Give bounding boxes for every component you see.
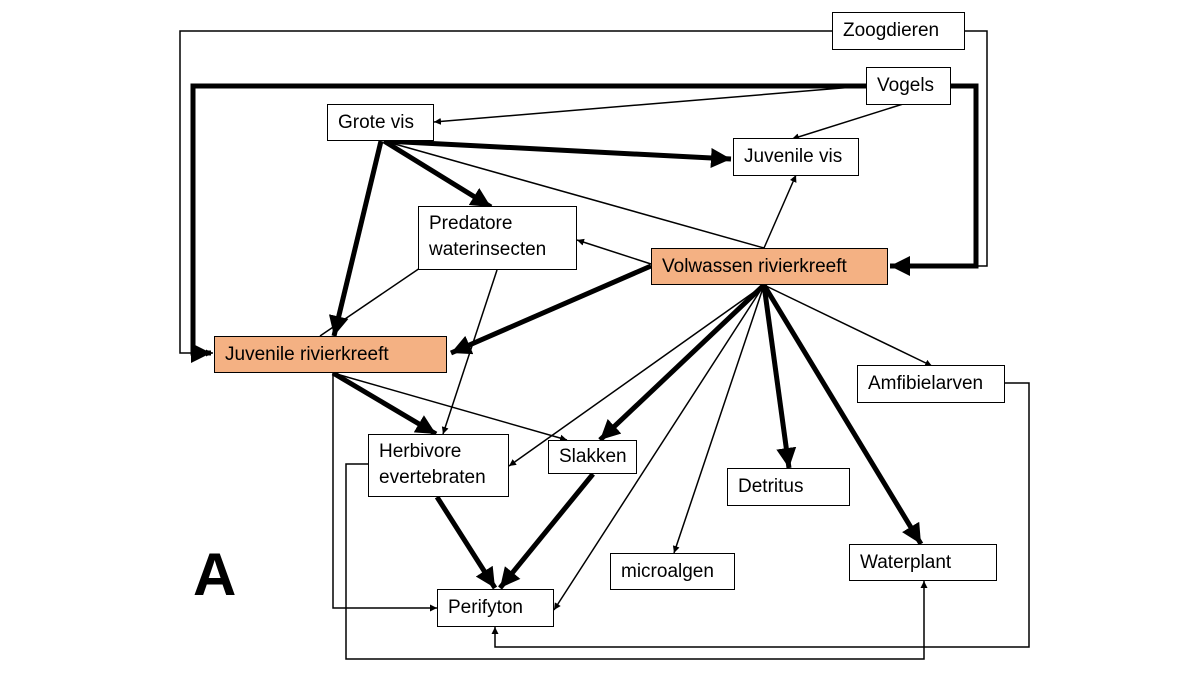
edge-volwassen-waterplant xyxy=(761,283,924,546)
node-juvenile-rivierkreeft: Juvenile rivierkreeft xyxy=(214,336,447,373)
node-label: Herbivore evertebraten xyxy=(379,441,486,488)
edge-amfibielarven-perifyton xyxy=(491,382,1030,648)
node-volwassen-rivierkreeft: Volwassen rivierkreeft xyxy=(651,248,888,285)
node-herbivore-evertebraten: Herbivore evertebraten xyxy=(368,434,509,497)
edge-volwassen-rivierkreeft-predatore-waterinsecten xyxy=(576,238,652,265)
node-label: Perifyton xyxy=(448,597,523,618)
edge-vogels-grote-vis xyxy=(433,85,867,125)
edge-grote-vis-volwassen-rivierkreeft xyxy=(383,140,765,249)
node-label: Predatore waterinsecten xyxy=(429,213,547,260)
edge-volwassen-slakken xyxy=(598,283,766,442)
node-amfibielarven: Amfibielarven xyxy=(857,365,1005,403)
edge-volwassen-rivierkreeft-juvenile-vis xyxy=(763,174,797,249)
node-label: microalgen xyxy=(621,560,714,582)
node-slakken: Slakken xyxy=(548,440,637,474)
edge-vogels-volwassen-rivierkreeft xyxy=(890,83,979,276)
node-label: Amfibielarven xyxy=(868,373,984,394)
node-label: Grote vis xyxy=(338,111,415,133)
node-vogels: Vogels xyxy=(866,67,951,105)
edge-zoogdieren-juvenile-rivierkreeft xyxy=(179,30,832,357)
edge-volwassen-perifyton xyxy=(553,284,765,611)
edge-volwassen-microalgen xyxy=(672,284,765,554)
node-predatore-waterinsecten: Predatore waterinsecten xyxy=(418,206,577,270)
edge-grote-vis-juvenile-rivierkreeft xyxy=(328,140,384,337)
node-label: Zoogdieren xyxy=(843,20,940,41)
node-label: Juvenile vis xyxy=(744,146,843,167)
edge-grote-vis-predatore-waterinsecten xyxy=(382,138,493,210)
edge-volwassen-amfibielarven xyxy=(763,284,933,367)
node-label: Volwassen rivierkreeft xyxy=(662,255,847,277)
edge-herbivore-waterplant xyxy=(345,463,928,660)
node-label: Detritus xyxy=(738,476,804,497)
edge-juvenile-rivierkreeft-slakken xyxy=(332,372,568,442)
node-detritus: Detritus xyxy=(727,468,850,506)
node-label: Juvenile rivierkreeft xyxy=(225,343,389,365)
node-label: Waterplant xyxy=(860,551,952,573)
edge-volwassen-detritus xyxy=(761,284,797,469)
node-juvenile-vis: Juvenile vis xyxy=(733,138,859,176)
node-label: Vogels xyxy=(877,75,935,96)
edge-herbivore-perifyton xyxy=(434,495,498,590)
node-label: Slakken xyxy=(559,446,627,467)
node-waterplant: Waterplant xyxy=(849,544,997,581)
edge-juvenile-rivierkreeft-herbivore xyxy=(331,370,438,437)
edge-volwassen-juvenile-rivierkreeft xyxy=(450,263,652,356)
edge-slakken-perifyton xyxy=(498,472,595,590)
edge-grote-vis-juvenile-vis xyxy=(383,138,732,168)
edge-vogels-juvenile-rivierkreeft xyxy=(190,83,866,363)
edge-vogels-juvenile-vis xyxy=(791,103,904,141)
node-perifyton: Perifyton xyxy=(437,589,554,627)
edge-volwassen-herbivore xyxy=(508,284,765,467)
panel-label: A xyxy=(193,541,237,608)
edge-juvenile-rivierkreeft-perifyton xyxy=(332,373,437,612)
node-zoogdieren: Zoogdieren xyxy=(832,12,965,50)
node-microalgen: microalgen xyxy=(610,553,735,590)
node-grote-vis: Grote vis xyxy=(327,104,434,141)
